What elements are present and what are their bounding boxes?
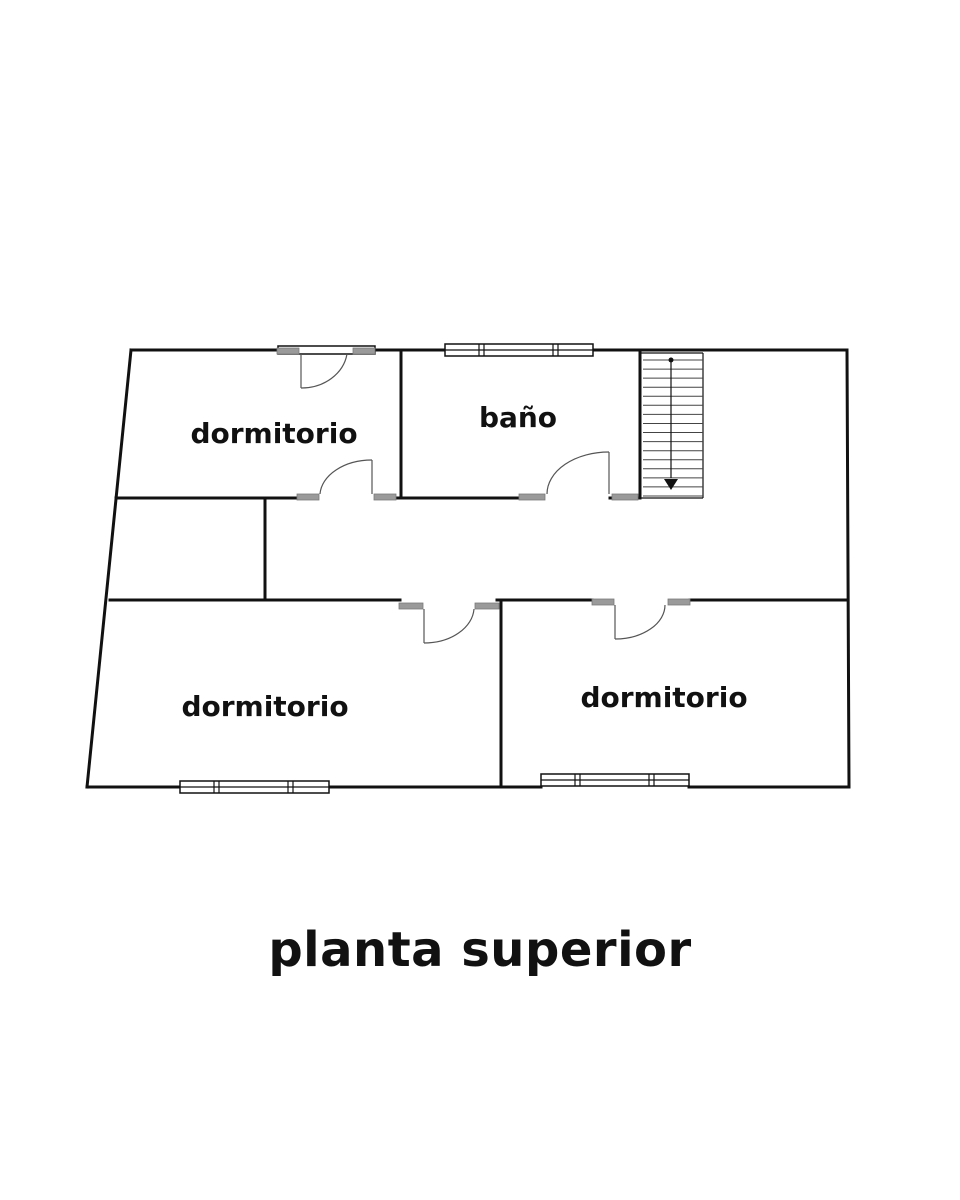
room-label-dormitorio-top-left: dormitorio	[190, 417, 357, 450]
plan-title: planta superior	[268, 922, 692, 978]
stair-down-arrow	[664, 479, 678, 490]
outer-walls	[85, 348, 851, 789]
room-label-bano: baño	[479, 401, 557, 434]
door-dormitorio-bottom-right	[591, 598, 691, 640]
door-dormitorio-top-window-side	[276, 347, 376, 389]
door-dormitorio-top	[296, 459, 397, 501]
stair-start-dot	[668, 357, 674, 363]
window-bottom-right	[540, 773, 690, 787]
room-label-dormitorio-bottom-left: dormitorio	[181, 690, 348, 723]
door-bano	[518, 451, 639, 501]
window-bottom-left	[179, 780, 330, 794]
stair-treads	[643, 359, 703, 497]
window-bano	[444, 343, 594, 357]
room-label-dormitorio-bottom-right: dormitorio	[580, 681, 747, 714]
door-dormitorio-bottom-left	[398, 602, 500, 644]
wall-right	[845, 348, 851, 789]
staircase	[640, 352, 704, 499]
wall-left	[85, 348, 133, 789]
